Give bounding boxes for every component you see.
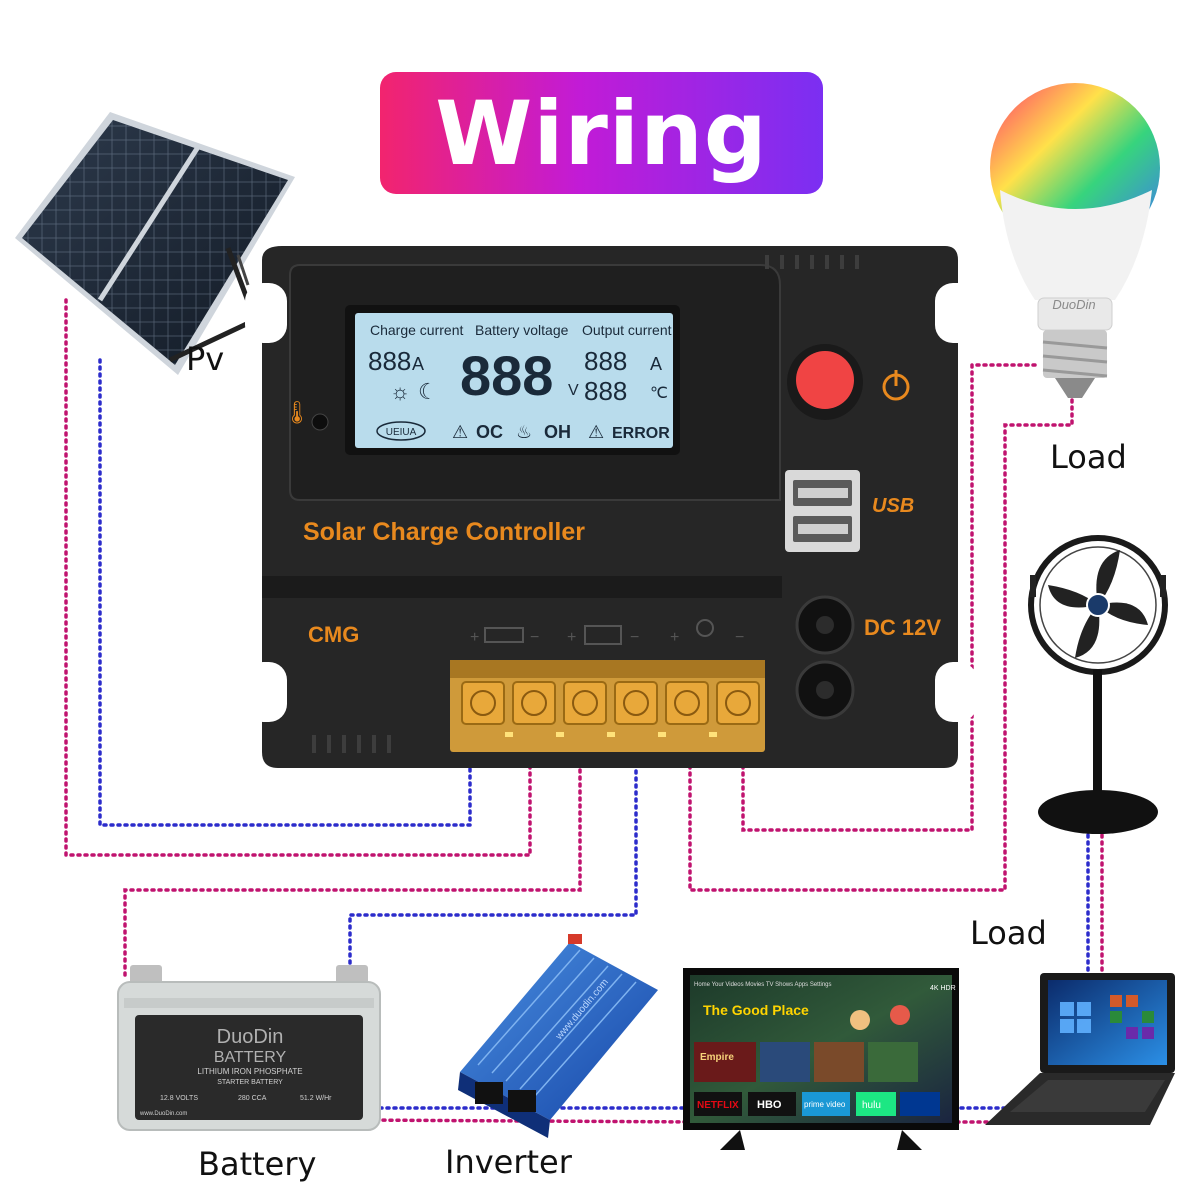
tv-app-prime: prime video xyxy=(804,1100,846,1109)
lcd-temp-digits: 888 xyxy=(584,376,627,406)
tv-badge: 4K HDR xyxy=(930,985,956,992)
load-label-mid: Load xyxy=(970,914,1047,952)
smart-bulb: DuoDin xyxy=(990,83,1160,398)
pv-positive-wire xyxy=(64,298,532,857)
lcd-output-current-label: Output current xyxy=(582,322,672,338)
svg-text:−: − xyxy=(735,629,744,646)
battery-positive-wire xyxy=(123,743,582,977)
lcd-oc: OC xyxy=(476,422,503,442)
svg-text:+: + xyxy=(567,629,576,646)
lcd-unit-a-2: A xyxy=(650,354,662,374)
overcurrent-icon: ⚠ xyxy=(452,422,468,442)
lcd-oh: OH xyxy=(544,422,571,442)
solar-panel xyxy=(15,112,295,375)
laptop xyxy=(985,973,1175,1125)
svg-text:+: + xyxy=(670,629,679,646)
svg-text:+: + xyxy=(470,629,479,646)
battery-device: DuoDin BATTERY LITHIUM IRON PHOSPHATE ST… xyxy=(117,965,381,1131)
dc-label: DC 12V xyxy=(864,615,941,640)
tv-show: The Good Place xyxy=(703,1002,809,1018)
tv-app-netflix: NETFLIX xyxy=(697,1100,739,1111)
thermometer-icon: 🌡 xyxy=(283,400,311,425)
error-icon: ⚠ xyxy=(588,422,604,442)
battery-label: Battery xyxy=(198,1145,317,1183)
title-text: Wiring xyxy=(435,81,768,185)
lcd-charge-current-label: Charge current xyxy=(370,322,463,338)
load-wire-1 xyxy=(688,398,1074,892)
battery-line1: LITHIUM IRON PHOSPHATE xyxy=(197,1067,302,1076)
battery-line2: STARTER BATTERY xyxy=(217,1079,283,1086)
lcd-unit-v: V xyxy=(568,382,579,399)
battery-website: www.DuoDin.com xyxy=(139,1111,187,1117)
moon-icon: ☾ xyxy=(418,379,438,404)
usb-label: USB xyxy=(872,495,914,517)
stand-fan xyxy=(1028,535,1168,834)
lcd-logo: UEIUA xyxy=(386,427,417,438)
television: Home Your Videos Movies TV Shows Apps Se… xyxy=(683,968,959,1150)
svg-text:−: − xyxy=(630,629,639,646)
sun-icon: ☼ xyxy=(390,379,410,404)
lcd-unit-c: ℃ xyxy=(650,385,668,402)
overheat-icon: ♨ xyxy=(516,422,532,442)
inverter-label: Inverter xyxy=(445,1143,572,1181)
svg-text:−: − xyxy=(530,629,539,646)
battery-type: BATTERY xyxy=(214,1049,287,1066)
battery-spec1: 12.8 VOLTS xyxy=(160,1095,198,1102)
load-wire-2 xyxy=(741,363,1042,832)
load-label-top: Load xyxy=(1050,438,1127,476)
lcd-voltage-digits: 888 xyxy=(460,344,553,407)
bulb-brand: DuoDin xyxy=(1052,297,1095,312)
battery-spec3: 51.2 W/Hr xyxy=(300,1095,332,1102)
title-banner: Wiring xyxy=(380,72,823,194)
controller-name: Solar Charge Controller xyxy=(303,518,585,546)
wires xyxy=(64,298,1122,1124)
pv-negative-wire xyxy=(98,358,472,827)
controller-brand: CMG xyxy=(308,622,359,647)
lcd-error: ERROR xyxy=(612,425,670,442)
tv-tile: Empire xyxy=(700,1052,734,1063)
lcd-unit-a-1: A xyxy=(412,354,424,374)
pv-label: Pv xyxy=(186,340,225,378)
charge-controller: Charge current Battery voltage Output cu… xyxy=(245,246,977,768)
inverter-device: www.duodin.com xyxy=(458,934,658,1138)
battery-brand: DuoDin xyxy=(217,1026,284,1048)
battery-negative-wire xyxy=(348,743,638,972)
lcd-charge-digits: 888 xyxy=(368,346,411,376)
tv-menu: Home Your Videos Movies TV Shows Apps Se… xyxy=(694,982,832,988)
tv-app-hulu: hulu xyxy=(862,1100,881,1111)
battery-spec2: 280 CCA xyxy=(238,1095,267,1102)
lcd-battery-voltage-label: Battery voltage xyxy=(475,322,569,338)
tv-app-hbo: HBO xyxy=(757,1099,782,1111)
lcd-output-digits: 888 xyxy=(584,346,627,376)
